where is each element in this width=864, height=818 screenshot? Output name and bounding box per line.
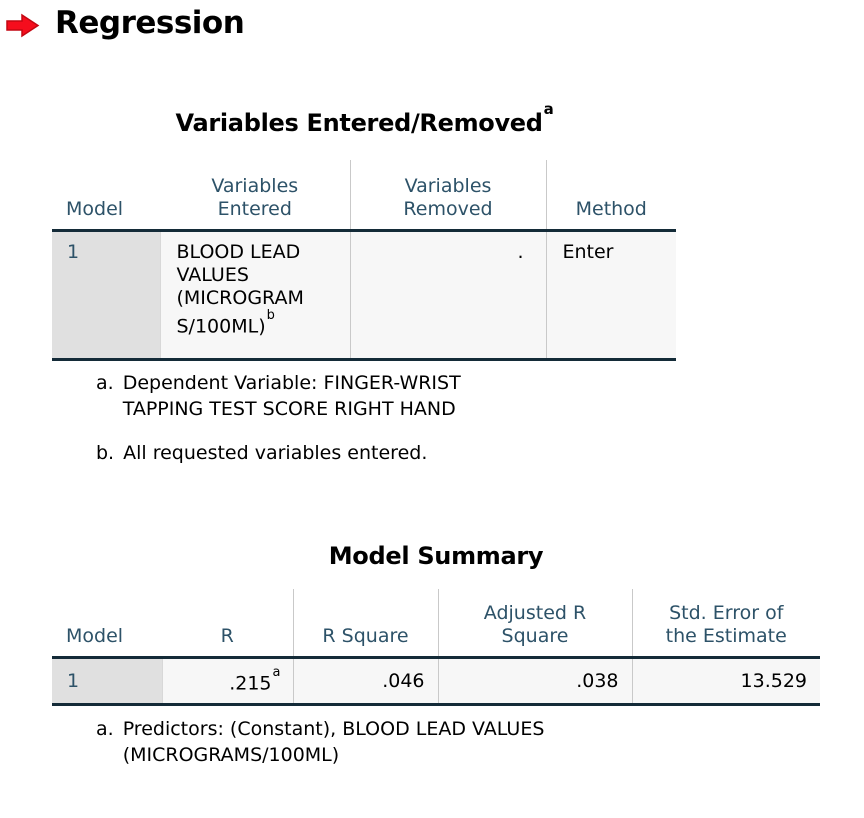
t2-header-row: Model R R Square Adjusted R Square Std. … xyxy=(52,589,820,659)
t1-footnote-a: a. Dependent Variable: FINGER-WRIST TAPP… xyxy=(96,370,523,422)
variables-entered-removed-table[interactable]: Model Variables Entered Variables Remove… xyxy=(52,160,676,361)
footnote-marker: a. xyxy=(96,718,114,740)
title-text: Variables Entered/Removed xyxy=(175,109,543,137)
t2-col-header-r: R xyxy=(162,589,293,659)
footnote-text: Predictors: (Constant), BLOOD LEAD VALUE… xyxy=(122,718,545,766)
page-title: Regression xyxy=(55,5,245,41)
t1-cell-variables-entered: BLOOD LEAD VALUES (MICROGRAMS/100ML)b xyxy=(159,230,350,361)
title-footnote-marker: a xyxy=(543,100,554,118)
t1-col-header-method: Method xyxy=(545,160,676,232)
t1-col-header-model: Model xyxy=(52,160,160,232)
footnote-marker: a. xyxy=(96,372,114,394)
t2-col-header-std-error: Std. Error of the Estimate xyxy=(631,589,820,659)
red-right-arrow-icon xyxy=(6,13,42,39)
t2-cell-r: .215a xyxy=(161,657,293,706)
t2-cell-adjusted-r-square: .038 xyxy=(437,657,632,706)
t2-col-header-adjusted-r-square: Adjusted R Square xyxy=(437,589,632,659)
t1-col-header-variables-removed: Variables Removed xyxy=(349,160,546,232)
t1-cell-method: Enter xyxy=(545,230,676,361)
footnote-text: Dependent Variable: FINGER-WRIST TAPPING… xyxy=(122,372,461,420)
t2-footnote-a: a. Predictors: (Constant), BLOOD LEAD VA… xyxy=(96,716,683,768)
footnote-text: All requested variables entered. xyxy=(123,442,428,464)
footnote-marker: b. xyxy=(96,442,115,464)
table-row: 1 BLOOD LEAD VALUES (MICROGRAMS/100ML)b … xyxy=(52,230,676,361)
t2-cell-model: 1 xyxy=(52,657,162,706)
t1-cell-variables-removed: . xyxy=(349,230,546,361)
t1-footnote-b: b. All requested variables entered. xyxy=(96,440,683,466)
model-summary-title: Model Summary xyxy=(328,542,544,570)
t2-col-header-model: Model xyxy=(52,589,162,659)
t1-header-row: Model Variables Entered Variables Remove… xyxy=(52,160,676,232)
t2-col-header-r-square: R Square xyxy=(292,589,438,659)
t2-cell-r-square: .046 xyxy=(292,657,438,706)
t1-cell-model: 1 xyxy=(52,230,160,361)
model-summary-table[interactable]: Model R R Square Adjusted R Square Std. … xyxy=(52,589,820,706)
t1-col-header-variables-entered: Variables Entered xyxy=(160,160,350,232)
cell-footnote-marker: b xyxy=(266,307,275,323)
variables-entered-removed-title: Variables Entered/Removeda xyxy=(52,100,676,137)
table-row: 1 .215a .046 .038 13.529 xyxy=(52,657,820,706)
cell-footnote-marker: a xyxy=(272,665,281,681)
t2-cell-std-error: 13.529 xyxy=(631,657,820,706)
